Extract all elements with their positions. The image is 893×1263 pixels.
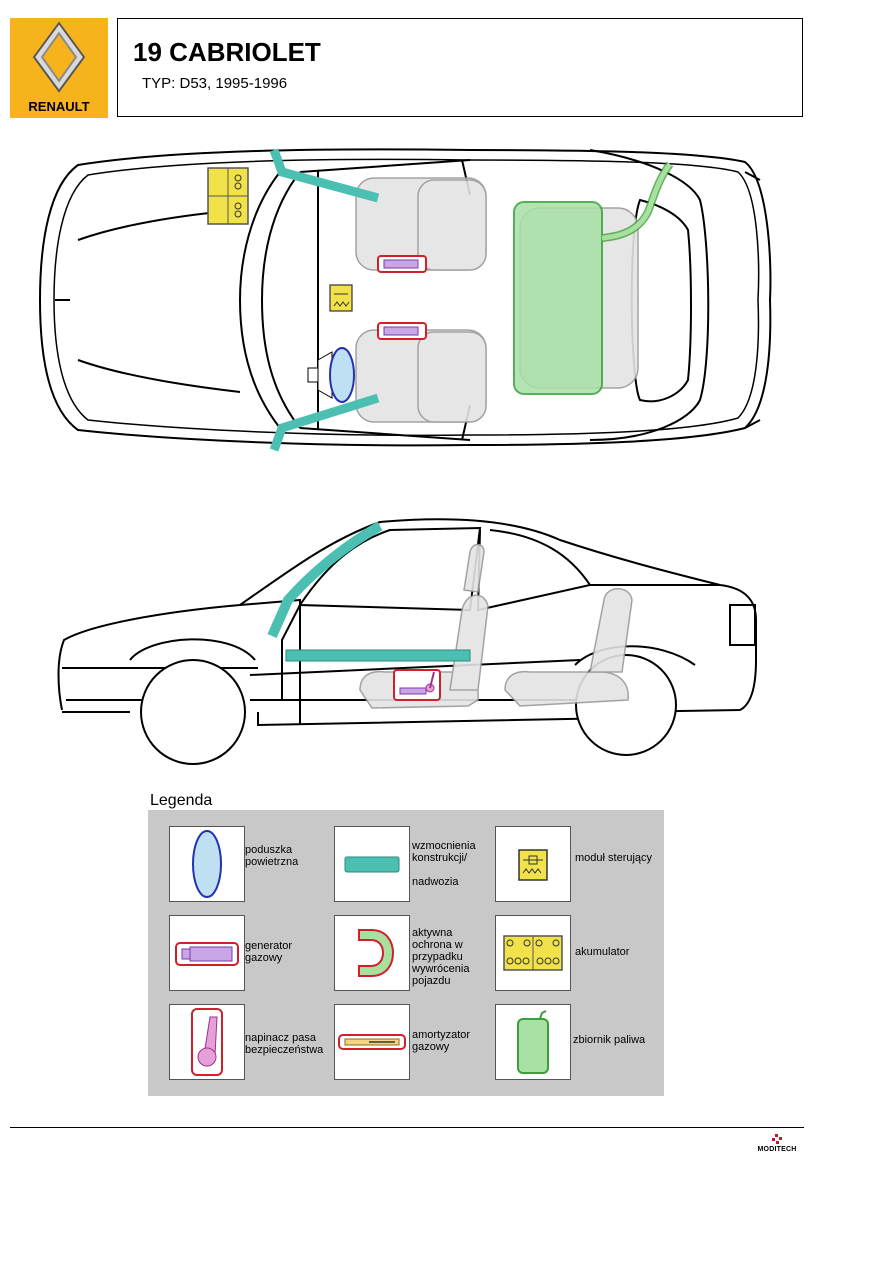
legend-cell-airbag xyxy=(169,826,245,902)
legend-label-gas-generator: generator gazowy xyxy=(245,940,293,964)
fuel-tank-shape xyxy=(513,201,603,395)
legend-cell-gas-strut xyxy=(334,1004,410,1080)
gas-generator-icon xyxy=(175,942,239,966)
legend-label-control-module: moduł sterujący xyxy=(575,852,653,864)
car-top-view xyxy=(38,148,772,452)
footer-brand: MODITECH xyxy=(757,1146,797,1153)
legend-title: Legenda xyxy=(150,792,213,809)
legend-cell-fuel-tank xyxy=(495,1004,571,1080)
rollover-protection-icon xyxy=(358,929,395,977)
control-module-icon xyxy=(518,849,548,881)
legend-label-rollover: aktywna ochrona w przypadku wywrócenia p… xyxy=(412,927,470,987)
reinforcement-icon xyxy=(344,856,400,873)
control-module-marker xyxy=(329,284,353,312)
renault-logo: RENAULT xyxy=(10,18,108,118)
legend-label-reinforcement: wzmocnienia konstrukcji/ nadwozia xyxy=(412,840,476,888)
gas-strut-icon xyxy=(338,1034,406,1050)
legend-cell-battery xyxy=(495,915,571,991)
footer-divider xyxy=(10,1127,804,1128)
renault-diamond-icon xyxy=(32,21,86,93)
legend-label-gas-strut: amortyzator gazowy xyxy=(412,1029,471,1053)
car-side-view xyxy=(57,518,757,765)
moditech-logo: MODITECH xyxy=(751,1134,803,1168)
legend-label-fuel-tank: zbiornik paliwa xyxy=(573,1034,646,1046)
legend-panel: poduszka powietrzna wzmocnienia konstruk… xyxy=(148,810,664,1096)
legend-cell-reinforcement xyxy=(334,826,410,902)
vehicle-type: TYP: D53, 1995-1996 xyxy=(142,75,288,92)
battery-marker xyxy=(207,167,249,225)
legend-label-belt-tensioner: napinacz pasa bezpieczeństwa xyxy=(245,1032,324,1056)
belt-tensioner-icon xyxy=(191,1008,223,1076)
airbag-marker xyxy=(307,347,355,403)
title-box: 19 CABRIOLET TYP: D53, 1995-1996 xyxy=(117,18,803,117)
moditech-mark-icon xyxy=(772,1134,782,1144)
legend-cell-gas-generator xyxy=(169,915,245,991)
airbag-icon xyxy=(192,830,222,898)
fuel-tank-icon xyxy=(517,1010,549,1074)
gas-generator-markers xyxy=(377,255,427,340)
legend-label-battery: akumulator xyxy=(575,946,630,958)
legend-label-airbag: poduszka powietrzna xyxy=(245,844,299,868)
brand-name: RENAULT xyxy=(28,99,90,114)
legend-cell-rollover xyxy=(334,915,410,991)
page-title: 19 CABRIOLET xyxy=(133,37,321,67)
battery-icon xyxy=(503,935,563,971)
legend-cell-belt-tensioner xyxy=(169,1004,245,1080)
legend-cell-control-module xyxy=(495,826,571,902)
